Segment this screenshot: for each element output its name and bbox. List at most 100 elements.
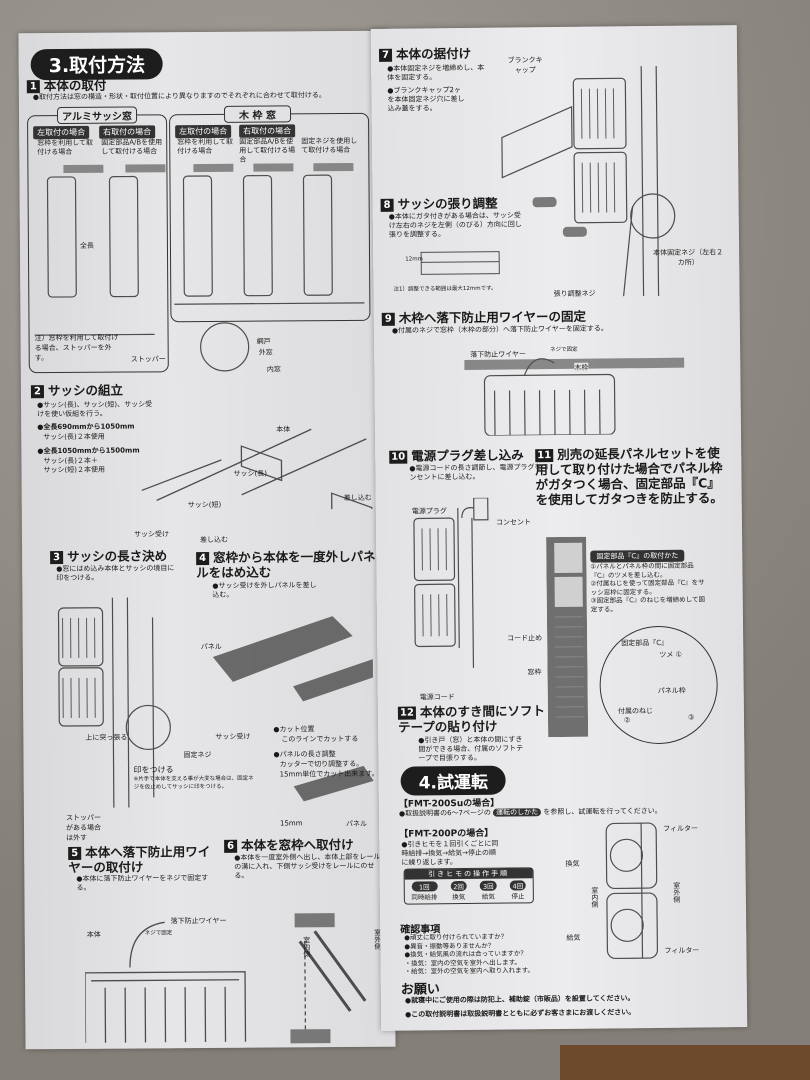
label-cord-clip: コード止め [507, 634, 543, 643]
part-c-steps: ①パネルとパネル枠の間に固定部品『C』のツメを差し込む。 ②付属ねじを使って固定… [590, 561, 706, 614]
request-item-1: ●就寝中にご使用の際は防犯上、補助錠（市販品）を設置してください。 [404, 994, 635, 1005]
label-sash-holder: サッシ受け [133, 530, 169, 539]
label-body-5: 本体 [86, 930, 101, 939]
label-body: 本体 [276, 425, 291, 434]
label-12mm: 12mm [405, 256, 423, 263]
proc-step: 1回同時給排 [411, 881, 437, 902]
label-panel-2: パネル [345, 819, 368, 829]
label-sash-long: サッシ(長) [233, 469, 268, 478]
step-1-note: ●取付方法は窓の構造・形状・取付位置により異なりますのでそれぞれに合わせて取付け… [32, 91, 326, 102]
label-cord: 電源コード [419, 693, 455, 702]
step-7-bullet-2: ●ブランクキャップ2ヶを本体固定ネジ穴に差し込み蓋をする。 [387, 86, 465, 113]
power-plug-diagram [413, 497, 489, 668]
label-length-adjust-3: 15mm単位でカット出来ます。 [279, 769, 379, 779]
label-screw: ネジで固定 [144, 930, 173, 937]
step-9-desc: ●付属のネジで窓枠（木枠の部分）へ落下防止ワイヤーを固定する。 [391, 324, 608, 335]
alum-left-desc: 窓枠を利用して取付ける場合 [37, 138, 94, 157]
proc-title: 引きヒモの操作手順 [404, 868, 533, 880]
su-desc: ●取扱説明書の6～7ページの 運転のしかた を参照し、試運転を行ってください。 [398, 806, 662, 818]
label-wire: 落下防止ワイヤー [170, 916, 227, 926]
label-sash-short: サッシ(短) [187, 500, 222, 510]
label-adjust-note: 注1）調整できる範囲は最大12mmです。 [393, 285, 497, 293]
label-caution: 注）窓枠を利用して取付ける場合、ストッパーを外す。 [34, 333, 119, 363]
label-stopper: ストッパー [130, 355, 166, 364]
label-wire-9: 落下防止ワイヤー [470, 350, 527, 359]
label-supply: 給気 [566, 933, 581, 942]
wood-label: 木 枠 窓 [223, 105, 292, 123]
label-exhaust: 換気 [565, 859, 580, 868]
step-10-desc: ●電源コードの長さ調節し、電源プラグをコンセントに差し込む。 [409, 463, 549, 482]
part-c-step-2: ②付属ねじを使って固定部品『C』をサッシ窓枠に固定する。 [590, 578, 705, 597]
step-8-desc: ●本体にガタ付きがある場合は、サッシ受け左右のネジを左側（のびる）方向に回し張り… [388, 211, 522, 239]
part-c-step-1: ①パネルとパネル枠の間に固定部品『C』のツメを差し込む。 [590, 561, 694, 580]
label-claw: ツメ ① [659, 650, 682, 659]
alum-left-tag: 左取付の場合 [33, 125, 90, 140]
step-2-bullet-3: ●全長1050mmから1500mm [37, 446, 140, 456]
p-desc: ●引きヒモを１回引くごとに同時給排→換気→給気→停止の順に繰り返します。 [401, 839, 499, 867]
step-2-bullet-1: ●サッシ(長)、サッシ(短)、サッシ受けを使い仮組を行う。 [37, 400, 153, 419]
wire-and-mount-diagram [84, 913, 367, 1044]
label-cut-position: ●カット位置 [273, 725, 315, 734]
label-panel: パネル [200, 642, 222, 652]
wood-left-tag: 左取付の場合 [175, 124, 232, 139]
label-part-c: 固定部品『C』 [621, 638, 669, 648]
su-badge: 運転のしかた [493, 808, 542, 817]
part-c-step-3: ③固定部品『C』のねじを増締めして固定する。 [590, 595, 705, 614]
wood-right-tag: 右取付の場合 [239, 124, 296, 138]
request-title: お願い [400, 982, 440, 998]
step-12-desc: ●引き戸（窓）と本体の間にすき間ができる場合、付属のソフトテープで目張りする。 [418, 735, 524, 763]
alum-right-tag: 右取付の場合 [99, 125, 156, 139]
mount-diagram [501, 65, 676, 297]
label-num-3: ③ [687, 713, 695, 722]
label-indoor-side: 室内側 [590, 886, 599, 908]
label-length-adjust-2: カッターで切り調整する。 [279, 759, 364, 769]
label-insert-1: 差し込む [199, 535, 229, 545]
request-item-2: ●この取付説明書は取扱説明書とともに必ずお客さまにお渡しください。 [405, 1008, 636, 1019]
label-window-frame: 窓枠 [527, 668, 542, 677]
label-adjust-screw: 張り調整ネジ [553, 289, 596, 299]
label-included-screw: 付属のねじ [617, 707, 653, 716]
proc-step: 4回停止 [509, 880, 527, 901]
su-title: 【FMT-200Suの場合】 [398, 798, 500, 810]
label-filter-2: フィルター [664, 946, 700, 955]
extension-panel-diagram [546, 536, 589, 738]
label-wood: 木枠 [574, 362, 589, 373]
panel-fit-diagram [57, 597, 374, 808]
label-outlet: コンセント [495, 518, 531, 527]
label-num-2: ② [623, 716, 631, 725]
step-2-bullet-2: ●全長690mmから1050mm [37, 422, 135, 432]
step-2-bullet-2-body: サッシ(長)２本使用 [43, 432, 105, 442]
alum-label: アルミサッシ窓 [56, 106, 137, 125]
check-list: ●頑丈に取り付けられていますか？ ●異音・振動等ありませんか？ ●換気・給気風の… [404, 932, 534, 976]
step-6-desc: ●本体を一度室外側へ出し、本体上部をレールの溝に入れ、下側サッシ受けをレールにの… [234, 852, 381, 880]
step-7-bullet-1: ●本体固定ネジを増締めし、本体を固定する。 [387, 63, 485, 82]
adjust-range-diagram [420, 251, 500, 275]
label-plug: 電源プラグ [411, 507, 447, 516]
label-screw-9: ネジで固定 [550, 346, 578, 354]
sash-assembly-diagram [141, 428, 373, 511]
label-mark-note: ※片手で本体を支える事が大変な場合は、固定ネジを仮止めしてサッシに印をつける。 [133, 775, 254, 791]
pull-cord-procedure-box: 引きヒモの操作手順 1回同時給排 2回換気 3回給気 4回停止 [403, 867, 534, 905]
section-title-install: 3.取付方法 [30, 48, 164, 81]
wood-floor [560, 1045, 810, 1080]
label-outdoor-side: 室外側 [672, 881, 681, 903]
label-stopper-remove: ストッパーがある場合は外す [65, 813, 102, 842]
alum-right-desc: 固定部品A/Bを使用して取付ける場合 [101, 138, 163, 156]
label-fix-screw: 固定ネジ [183, 750, 212, 760]
label-filter-1: フィルター [663, 824, 699, 833]
p-title: 【FMT-200Pの場合】 [399, 828, 494, 840]
label-15mm: 15mm [279, 819, 303, 828]
section-title-test-run: 4.試運転 [400, 765, 507, 796]
proc-step: 3回給気 [479, 880, 497, 901]
